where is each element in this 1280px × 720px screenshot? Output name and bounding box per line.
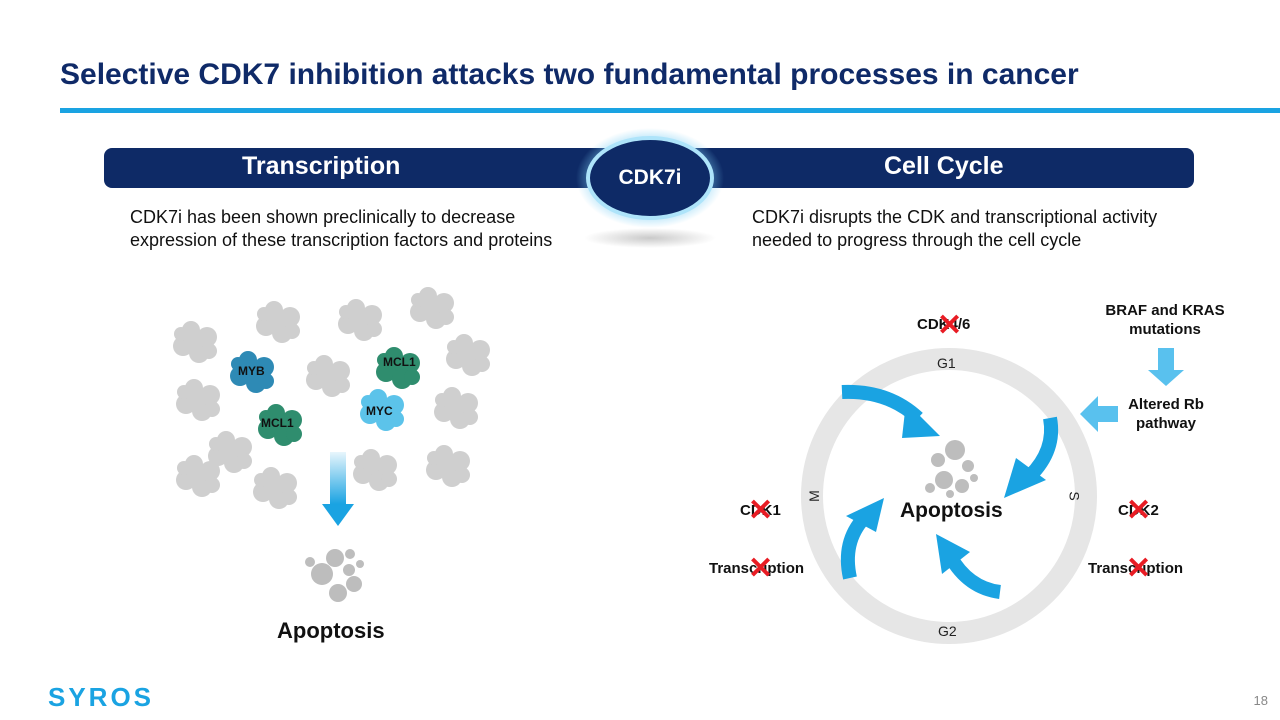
phase-s-label: S	[1066, 491, 1083, 501]
mcl1-top-label: MCL1	[383, 355, 416, 369]
transcription-left-label: Transcription	[709, 560, 805, 577]
cdk7i-label: CDK7i	[618, 166, 682, 189]
cdk2-blocked-x-icon: ✕	[1126, 494, 1152, 527]
cell-cycle-diagram	[801, 348, 1097, 644]
page-number: 18	[1253, 693, 1268, 708]
transcription-right-blocked-x-icon: ✕	[1126, 552, 1152, 585]
transcription-left-blocked-x-icon: ✕	[748, 552, 774, 585]
right-apoptosis-label: Apoptosis	[900, 499, 1003, 522]
syros-logo: SYROS	[48, 682, 155, 712]
mcl1-bottom-label: MCL1	[261, 416, 294, 430]
banner-transcription-label: Transcription	[242, 152, 401, 180]
protein-clusters	[173, 287, 490, 602]
left-apoptosis-label: Apoptosis	[277, 618, 385, 643]
myb-label: MYB	[238, 364, 265, 378]
transcription-description: CDK7i has been shown preclinically to de…	[130, 207, 553, 250]
cdk46-label: CDK4/6	[917, 316, 971, 333]
input-arrows	[1080, 348, 1184, 432]
cdk2-label: CDK2	[1118, 502, 1159, 519]
title-underline	[60, 108, 1280, 113]
altered-rb-label: Altered Rb pathway	[1128, 396, 1204, 432]
cdk46-blocked-x-icon: ✕	[937, 309, 963, 342]
cdk1-blocked-x-icon: ✕	[748, 494, 774, 527]
banner-cell-cycle-label: Cell Cycle	[884, 152, 1004, 180]
cdk7i-badge	[576, 128, 724, 248]
cdk1-label: CDK1	[740, 502, 781, 519]
braf-kras-label: BRAF and KRAS mutations	[1105, 302, 1225, 338]
phase-m-label: M	[805, 490, 822, 502]
page-title: Selective CDK7 inhibition attacks two fu…	[60, 58, 1079, 91]
cell-cycle-description: CDK7i disrupts the CDK and transcription…	[752, 207, 1158, 250]
myc-label: MYC	[366, 404, 393, 418]
phase-g2-label: G2	[938, 623, 957, 639]
phase-g1-label: G1	[937, 355, 956, 371]
transcription-right-label: Transcription	[1088, 560, 1184, 577]
